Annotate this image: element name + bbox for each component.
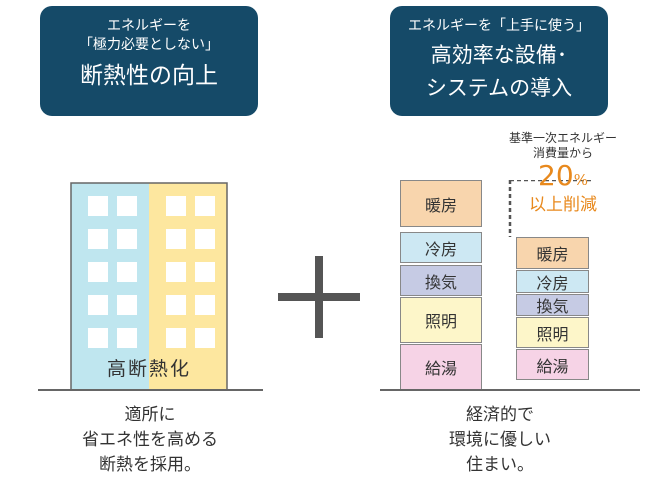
left-header-box: エネルギーを 「極力必要としない」 断熱性の向上 [40,6,258,116]
left-caption-line2: 省エネ性を高める [82,430,218,450]
right-header-box: エネルギーを「上手に使う」 高効率な設備･ システムの導入 [390,6,608,116]
building-right-half [149,183,227,390]
building-window [195,229,215,249]
left-header-title: 断熱性の向上 [80,63,218,89]
building-window [88,229,108,249]
building-window [88,196,108,216]
right-header-title-line2: システムの導入 [425,76,573,100]
building-window [88,295,108,315]
building-window [117,229,137,249]
building-window [195,328,215,348]
left-header-line1: エネルギーを [107,18,191,34]
building-svg [38,182,263,391]
energy-segment-before-2: 換気 [400,265,482,296]
building-window [195,196,215,216]
reduction-value: 20 [538,159,574,192]
reduction-note: 基準一次エネルギー 消費量から 20% 以上削減 [488,131,638,215]
building-label: 高断熱化 [106,358,191,380]
energy-segment-before-1: 冷房 [400,232,482,263]
note-line2: 消費量から [532,146,593,160]
building-window [88,262,108,282]
left-caption-line3: 断熱を採用。 [99,455,201,475]
building-window [117,196,137,216]
chart-lines [380,180,640,391]
energy-segment-after-4: 給湯 [516,349,589,380]
energy-segment-after-2: 換気 [516,294,589,316]
building-window [195,262,215,282]
building-illustration: 高断熱化 [38,180,263,395]
building-window [166,328,186,348]
right-caption-line3: 住まい。 [466,455,534,475]
energy-segment-before-4: 給湯 [400,344,482,390]
energy-segment-before-0: 暖房 [400,180,482,227]
building-window [195,295,215,315]
right-caption: 経済的で 環境に優しい 住まい。 [380,403,620,478]
building-window [166,262,186,282]
right-header-title-line1: 高効率な設備･ [430,43,568,67]
building-window [117,262,137,282]
energy-segment-before-3: 照明 [400,297,482,343]
left-caption-line1: 適所に [124,405,176,425]
left-header-line2: 「極力必要としない」 [79,37,219,53]
right-caption-line2: 環境に優しい [449,430,551,450]
building-window [166,229,186,249]
building-window [117,295,137,315]
building-window [117,328,137,348]
energy-chart: 暖房冷房換気照明給湯 暖房冷房換気照明給湯 [380,180,640,395]
reduction-text: 以上削減 [529,195,597,215]
right-header-line1: エネルギーを「上手に使う」 [408,18,590,34]
building-windows [88,196,215,348]
building-left-half [71,183,149,390]
energy-segment-after-3: 照明 [516,317,589,348]
reduction-unit: % [573,171,588,189]
energy-segment-after-1: 冷房 [516,270,589,293]
left-caption: 適所に 省エネ性を高める 断熱を採用。 [30,403,270,478]
right-caption-line1: 経済的で [466,405,534,425]
building-window [166,196,186,216]
reduction-percent: 20% [488,161,638,195]
building-window [88,328,108,348]
note-line1: 基準一次エネルギー [508,131,617,145]
plus-icon [272,250,366,344]
building-window [166,295,186,315]
energy-segment-after-0: 暖房 [516,237,589,269]
